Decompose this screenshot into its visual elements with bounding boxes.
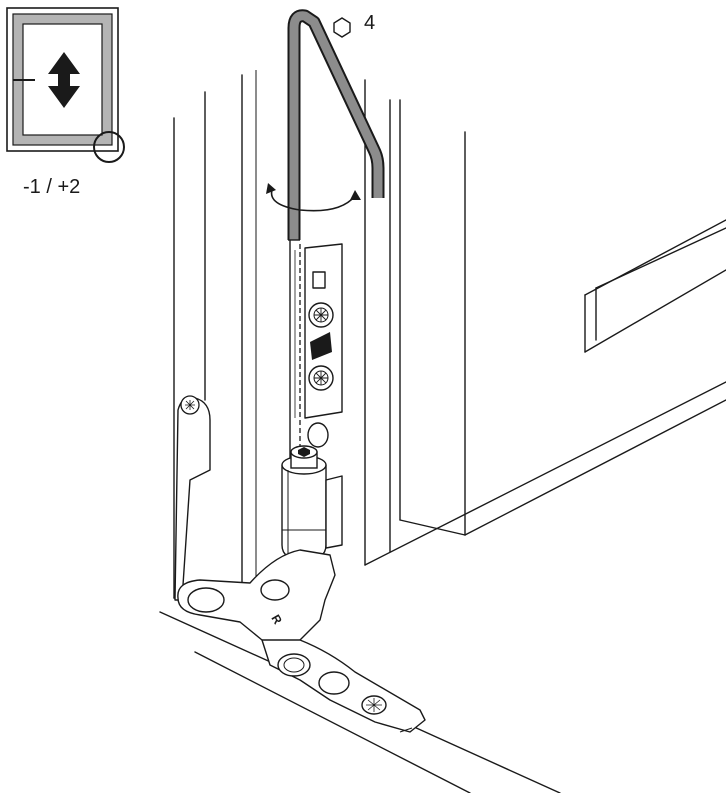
hinge-position-marker [93, 131, 125, 163]
tool-size-callout: 4 [333, 12, 375, 38]
adjustment-inset: -1 / +2 [6, 7, 125, 198]
hinge-cover-plate [304, 243, 343, 448]
frame-hinge-bracket [174, 395, 211, 601]
hinge-barrel [281, 445, 343, 561]
rotation-arrow-icon [266, 183, 361, 212]
hexagon-icon [333, 17, 351, 38]
hex-key-tool [287, 9, 385, 455]
screw-head [361, 695, 387, 715]
adjust-range-label: -1 / +2 [23, 176, 80, 198]
sash-profile [364, 79, 726, 566]
tool-size-label: 4 [364, 12, 375, 34]
bottom-hinge-plate: R [177, 549, 426, 733]
screw-head [308, 365, 334, 391]
screw-head [180, 395, 200, 415]
vertical-adjust-arrow-icon [48, 52, 80, 108]
screw-head [308, 302, 334, 328]
